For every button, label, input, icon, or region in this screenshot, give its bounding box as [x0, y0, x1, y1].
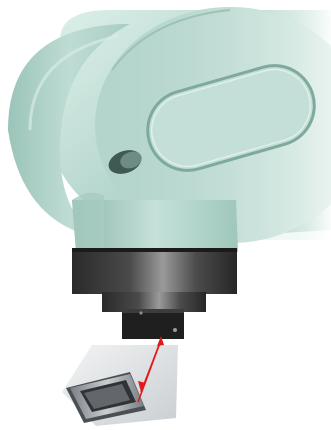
inspected-part	[62, 345, 178, 426]
camera-sensor	[122, 309, 184, 339]
arm-wrist	[72, 193, 238, 252]
tool-flange	[72, 248, 237, 312]
